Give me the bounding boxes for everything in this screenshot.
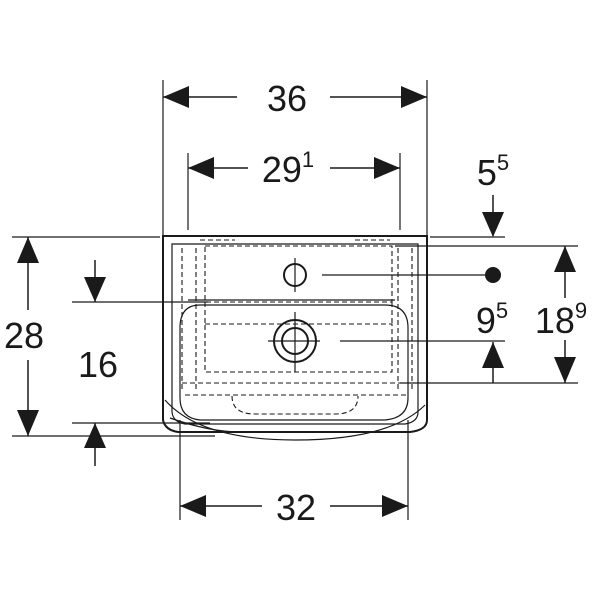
- svg-text:55: 55: [477, 150, 509, 193]
- dimension-overall-depth: 28: [4, 237, 44, 436]
- side-height-superscript: 9: [575, 298, 587, 323]
- svg-text:189: 189: [535, 298, 587, 341]
- dimension-bowl-width: 32: [180, 487, 408, 528]
- svg-text:28: 28: [4, 315, 44, 356]
- svg-text:16: 16: [78, 344, 118, 385]
- top-offset-value: 5: [477, 152, 497, 193]
- basin-outline: [162, 235, 428, 441]
- drain-offset-value: 9: [476, 300, 496, 341]
- top-offset-superscript: 5: [497, 150, 509, 175]
- drain-hole: [268, 312, 505, 372]
- dimension-drain-offset: 95: [476, 298, 508, 383]
- tap-hole-spacing-superscript: 1: [302, 147, 314, 172]
- tap-hole-spacing-value: 29: [262, 149, 302, 190]
- dimension-top-offset: 55: [477, 150, 509, 237]
- hidden-lines: [181, 239, 413, 415]
- tap-hole: [283, 258, 501, 292]
- svg-text:291: 291: [262, 147, 314, 190]
- dimension-side-height: 189: [535, 246, 587, 383]
- bowl-width-value: 32: [276, 487, 316, 528]
- dimension-bowl-depth: 16: [78, 260, 118, 466]
- overall-depth-value: 28: [4, 315, 44, 356]
- side-height-value: 18: [535, 300, 575, 341]
- drain-offset-superscript: 5: [496, 298, 508, 323]
- svg-text:32: 32: [276, 487, 316, 528]
- dimension-overall-width: 36: [163, 78, 427, 119]
- bowl-depth-value: 16: [78, 344, 118, 385]
- bowl-outline: [179, 299, 409, 421]
- overall-width-value: 36: [267, 78, 307, 119]
- svg-text:36: 36: [267, 78, 307, 119]
- dimension-tap-hole-spacing: 291: [188, 147, 400, 190]
- svg-text:95: 95: [476, 298, 508, 341]
